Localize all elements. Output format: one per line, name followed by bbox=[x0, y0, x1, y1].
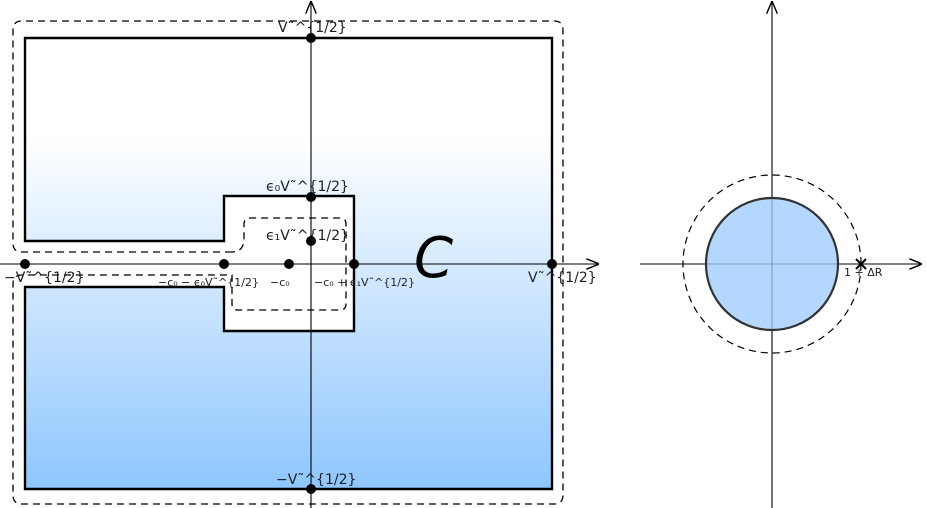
label-inner-left: −c₀ − ϵ₀V˜^{1/2} bbox=[158, 276, 259, 289]
point-left bbox=[20, 259, 30, 269]
point-inner-left bbox=[219, 259, 229, 269]
right-figure: 1 + ΔR bbox=[640, 2, 921, 508]
left-figure: V˜^{1/2} −V˜^{1/2} −V˜^{1/2} V˜^{1/2} ϵ₀… bbox=[0, 2, 598, 508]
point-inner-right bbox=[349, 259, 359, 269]
label-inner-top: ϵ₀V˜^{1/2} bbox=[266, 179, 349, 195]
contour-label: C bbox=[414, 226, 453, 291]
point-top bbox=[306, 33, 316, 43]
label-inner-right: −c₀ + ϵ₁V˜^{1/2} bbox=[314, 276, 415, 289]
cross-marker bbox=[855, 258, 867, 270]
point-bottom bbox=[306, 484, 316, 494]
keyhole-region bbox=[23, 36, 554, 491]
label-bottom: −V˜^{1/2} bbox=[276, 472, 356, 488]
point-inner-top bbox=[306, 192, 316, 202]
label-top: V˜^{1/2} bbox=[278, 20, 347, 36]
label-left: −V˜^{1/2} bbox=[4, 270, 84, 286]
label-inner-center: ϵ₁V˜^{1/2} bbox=[266, 228, 349, 244]
point-inner-center bbox=[306, 236, 316, 246]
contour-points bbox=[20, 33, 557, 494]
label-inner-mid: −c₀ bbox=[270, 276, 290, 289]
marker-label: 1 + ΔR bbox=[844, 266, 883, 279]
label-right: V˜^{1/2} bbox=[528, 270, 597, 286]
contour-upper bbox=[12, 20, 564, 505]
point-right bbox=[547, 259, 557, 269]
point-inner-mid bbox=[284, 259, 294, 269]
